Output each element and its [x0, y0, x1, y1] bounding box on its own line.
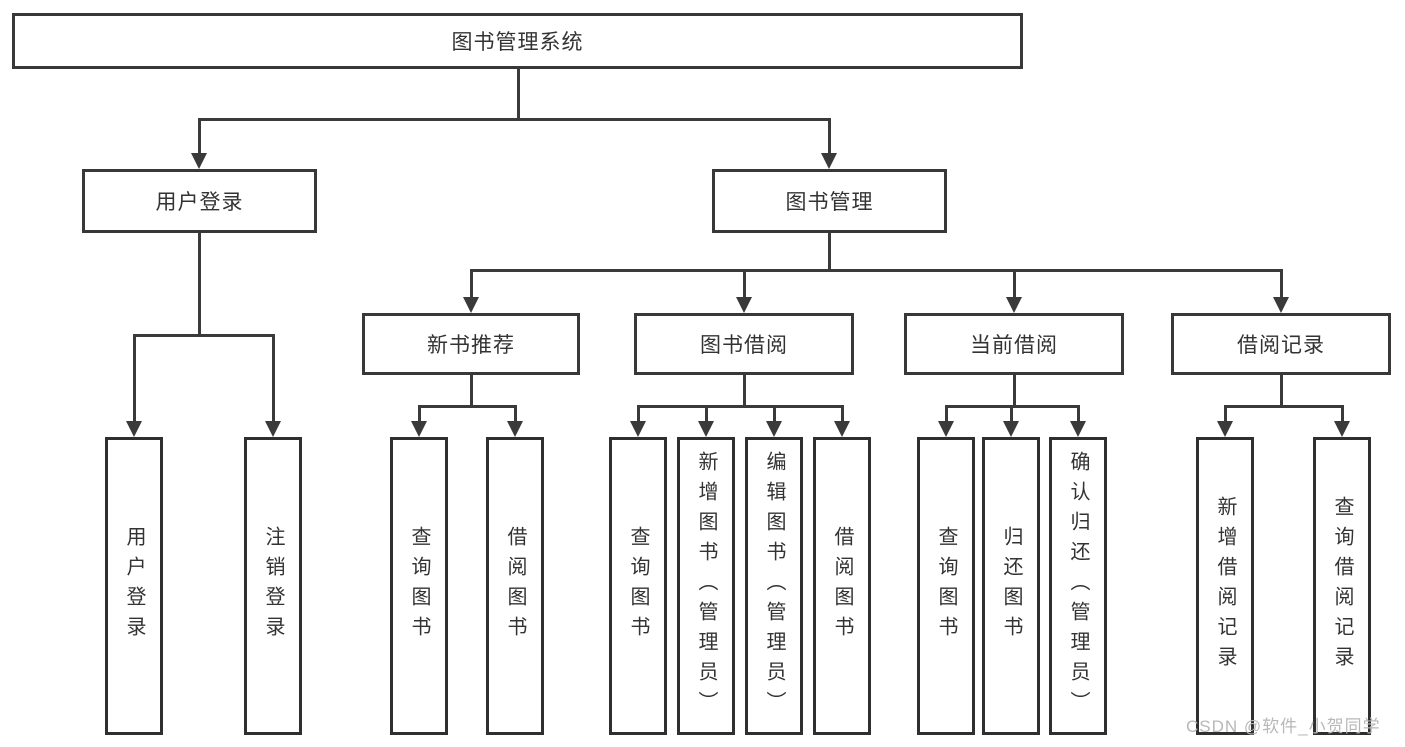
- leaf-label: 新增图书（管理员）: [695, 451, 717, 721]
- arrowhead-down-icon: [698, 421, 714, 437]
- leaf-label: 归还图书: [1000, 526, 1022, 646]
- connector-level1-hline: [198, 118, 831, 121]
- leaf-query-books-recommend: 查询图书: [390, 437, 448, 735]
- arrowhead-down-icon: [736, 297, 752, 313]
- arrowhead-down-icon: [507, 421, 523, 437]
- connector-arrow-shaft: [418, 405, 421, 422]
- connector-arrow-shaft: [1010, 405, 1013, 422]
- arrowhead-down-icon: [1273, 297, 1289, 313]
- connector-arrow-shaft: [828, 118, 831, 154]
- connector-borrowing-hline: [637, 405, 843, 408]
- leaf-borrow-books-borrow: 借阅图书: [813, 437, 871, 735]
- leaf-label: 查询图书: [627, 526, 649, 646]
- connector-arrow-shaft: [1341, 405, 1344, 422]
- connector-bookmgmt-stem: [828, 233, 831, 272]
- arrowhead-down-icon: [1006, 297, 1022, 313]
- arrowhead-down-icon: [1334, 421, 1350, 437]
- node-label: 借阅记录: [1237, 334, 1325, 357]
- arrowhead-down-icon: [630, 421, 646, 437]
- connector-arrow-shaft: [470, 269, 473, 298]
- arrowhead-down-icon: [1070, 421, 1086, 437]
- connector-arrow-shaft: [841, 405, 844, 422]
- leaf-add-book-admin: 新增图书（管理员）: [677, 437, 735, 735]
- node-user-login: 用户登录: [82, 169, 317, 233]
- csdn-watermark: CSDN @软件_小贺同学: [1186, 717, 1381, 736]
- node-label: 当前借阅: [970, 334, 1058, 357]
- arrowhead-down-icon: [411, 421, 427, 437]
- connector-userlogin-hline: [133, 334, 275, 337]
- connector-arrow-shaft: [1280, 269, 1283, 298]
- connector-arrow-shaft: [743, 269, 746, 298]
- leaf-label: 查询借阅记录: [1331, 496, 1353, 676]
- node-label: 用户登录: [155, 191, 244, 214]
- node-new-book-recommendation: 新书推荐: [362, 313, 580, 375]
- leaf-return-book: 归还图书: [982, 437, 1040, 735]
- arrowhead-down-icon: [126, 421, 142, 437]
- connector-arrow-shaft: [945, 405, 948, 422]
- leaf-label: 确认归还（管理员）: [1067, 451, 1089, 721]
- leaf-query-borrow-record: 查询借阅记录: [1313, 437, 1371, 735]
- connector-borrowing-stem: [743, 375, 746, 408]
- connector-level3-hline: [470, 269, 1283, 272]
- connector-arrow-shaft: [1013, 269, 1016, 298]
- leaf-label: 查询图书: [935, 526, 957, 646]
- connector-current-stem: [1013, 375, 1016, 408]
- node-library-management-system: 图书管理系统: [12, 13, 1023, 69]
- leaf-query-books-current: 查询图书: [917, 437, 975, 735]
- connector-arrow-shaft: [637, 405, 640, 422]
- connector-userlogin-stem: [198, 233, 201, 337]
- connector-root-stem: [517, 67, 520, 121]
- leaf-borrow-books-recommend: 借阅图书: [486, 437, 544, 735]
- arrowhead-down-icon: [1003, 421, 1019, 437]
- arrowhead-down-icon: [938, 421, 954, 437]
- leaf-label: 借阅图书: [831, 526, 853, 646]
- node-borrowing-records: 借阅记录: [1171, 313, 1391, 375]
- connector-arrow-shaft: [1077, 405, 1080, 422]
- leaf-label: 查询图书: [408, 526, 430, 646]
- node-label: 图书管理系统: [451, 31, 584, 54]
- leaf-label: 注销登录: [262, 526, 284, 646]
- connector-arrow-shaft: [705, 405, 708, 422]
- node-label: 图书管理: [785, 191, 874, 214]
- arrowhead-down-icon: [1217, 421, 1233, 437]
- node-book-borrowing: 图书借阅: [634, 313, 854, 375]
- connector-arrow-shaft: [514, 405, 517, 422]
- connector-recommend-stem: [470, 375, 473, 408]
- arrowhead-down-icon: [821, 153, 837, 169]
- connector-arrow-shaft: [133, 334, 136, 422]
- connector-recommend-hline: [418, 405, 517, 408]
- connector-arrow-shaft: [773, 405, 776, 422]
- node-label: 图书借阅: [700, 334, 788, 357]
- arrowhead-down-icon: [766, 421, 782, 437]
- leaf-confirm-return-admin: 确认归还（管理员）: [1049, 437, 1107, 735]
- leaf-logout: 注销登录: [244, 437, 302, 735]
- arrowhead-down-icon: [834, 421, 850, 437]
- connector-records-stem: [1280, 375, 1283, 408]
- arrowhead-down-icon: [265, 421, 281, 437]
- leaf-query-books-borrow: 查询图书: [609, 437, 667, 735]
- connector-arrow-shaft: [272, 334, 275, 422]
- leaf-label: 用户登录: [123, 526, 145, 646]
- leaf-label: 新增借阅记录: [1214, 496, 1236, 676]
- node-current-borrowing: 当前借阅: [904, 313, 1124, 375]
- node-book-management: 图书管理: [712, 169, 947, 233]
- connector-arrow-shaft: [1224, 405, 1227, 422]
- leaf-label: 编辑图书（管理员）: [763, 451, 785, 721]
- leaf-edit-book-admin: 编辑图书（管理员）: [745, 437, 803, 735]
- arrowhead-down-icon: [463, 297, 479, 313]
- arrowhead-down-icon: [191, 153, 207, 169]
- connector-arrow-shaft: [198, 118, 201, 154]
- leaf-add-borrow-record: 新增借阅记录: [1196, 437, 1254, 735]
- node-label: 新书推荐: [427, 334, 515, 357]
- leaf-label: 借阅图书: [504, 526, 526, 646]
- connector-records-hline: [1224, 405, 1344, 408]
- leaf-user-login: 用户登录: [105, 437, 163, 735]
